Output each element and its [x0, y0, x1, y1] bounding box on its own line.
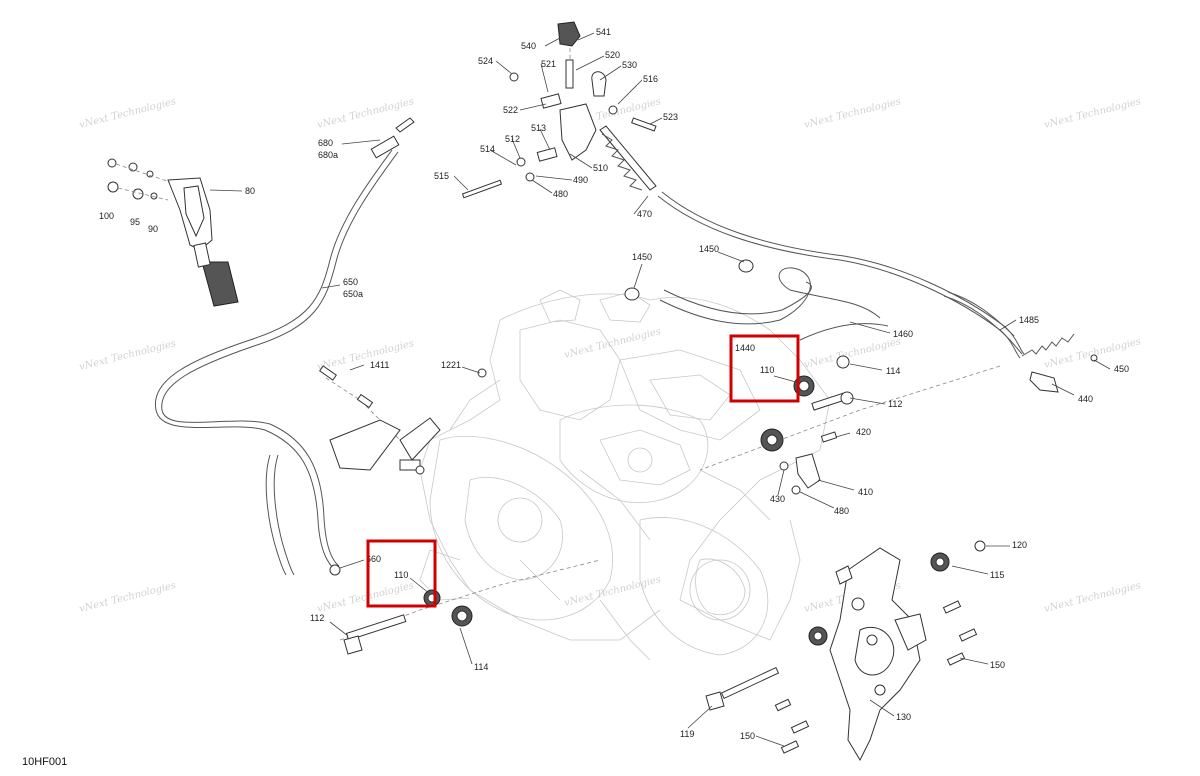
callout-480: 480: [553, 189, 568, 199]
shift-lever-assembly: [461, 21, 1025, 359]
callout-520: 520: [605, 50, 620, 60]
callout-labels: 540 541 520 524 521 530 516 522 523 513 …: [99, 27, 1129, 741]
right-idler-stack: [699, 355, 1001, 495]
callout-530: 530: [622, 60, 637, 70]
watermark: vNext Technologies: [1043, 580, 1142, 615]
callout-100: 100: [99, 211, 114, 221]
callout-1221: 1221: [441, 360, 461, 370]
callout-1440: 1440: [735, 343, 755, 353]
callout-524: 524: [478, 56, 493, 66]
callout-680a: 680a: [318, 150, 338, 160]
callout-1450: 1450: [699, 244, 719, 254]
highlight-box-lower: [366, 539, 437, 608]
callout-480: 480: [834, 506, 849, 516]
support-bracket-130: [705, 540, 986, 762]
callout-1411: 1411: [370, 360, 389, 370]
callout-114: 114: [474, 662, 488, 672]
callout-120: 120: [1012, 540, 1027, 550]
callout-1450: 1450: [632, 252, 652, 262]
watermark: vNext Technologies: [316, 580, 415, 615]
watermark: vNext Technologies: [78, 580, 177, 615]
highlight-box-upper: [729, 334, 800, 403]
callout-110: 110: [760, 365, 774, 375]
callout-540: 540: [521, 41, 536, 51]
callout-95: 95: [130, 217, 140, 227]
figure-code: 10HF001: [22, 756, 67, 768]
callout-514: 514: [480, 144, 495, 154]
watermark: vNext Technologies: [78, 96, 177, 131]
callout-440: 440: [1078, 394, 1093, 404]
callout-80: 80: [245, 186, 255, 196]
watermark: vNext Technologies: [563, 574, 662, 609]
callout-115: 115: [990, 570, 1004, 580]
cable-1485: [943, 291, 1098, 393]
callout-1485: 1485: [1019, 315, 1039, 325]
callout-680: 680: [318, 138, 333, 148]
callout-510: 510: [593, 163, 608, 173]
watermark: vNext Technologies: [78, 338, 177, 373]
callout-470: 470: [637, 209, 652, 219]
callout-650: 650: [343, 277, 358, 287]
callout-660: 660: [366, 554, 381, 564]
watermarks: vNext Technologies vNext Technologies vN…: [78, 96, 1142, 615]
watermark: vNext Technologies: [803, 96, 902, 131]
callout-112: 112: [310, 613, 324, 623]
callout-119: 119: [680, 729, 694, 739]
callout-650a: 650a: [343, 289, 363, 299]
callout-1460: 1460: [893, 329, 913, 339]
callout-90: 90: [148, 224, 158, 234]
callout-513: 513: [531, 123, 546, 133]
accelerator-pedal: [107, 158, 239, 307]
callout-541: 541: [596, 27, 611, 37]
hose-1460: [624, 259, 889, 341]
throttle-cable-650: [154, 117, 415, 576]
left-small-parts: [319, 365, 487, 576]
callout-523: 523: [663, 112, 678, 122]
callout-490: 490: [573, 175, 588, 185]
callout-130: 130: [896, 712, 911, 722]
watermark: vNext Technologies: [316, 338, 415, 373]
callout-450: 450: [1114, 364, 1129, 374]
leader-lines: [209, 32, 1111, 747]
callout-420: 420: [856, 427, 871, 437]
engine-ghost-outline: [419, 289, 831, 661]
callout-112: 112: [888, 399, 902, 409]
callout-521: 521: [541, 59, 556, 69]
callout-515: 515: [434, 171, 449, 181]
callout-516: 516: [643, 74, 658, 84]
callout-114: 114: [886, 366, 900, 376]
watermark: vNext Technologies: [1043, 96, 1142, 131]
callout-430: 430: [770, 494, 785, 504]
callout-150: 150: [990, 660, 1005, 670]
callout-512: 512: [505, 134, 520, 144]
callout-522: 522: [503, 105, 518, 115]
callout-150: 150: [740, 731, 755, 741]
callout-110: 110: [394, 570, 408, 580]
callout-410: 410: [858, 487, 873, 497]
